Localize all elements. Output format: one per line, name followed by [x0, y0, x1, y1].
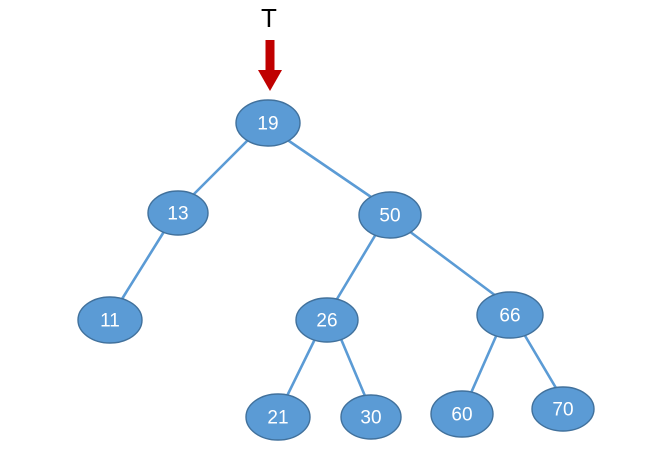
node-11[interactable]: 11 — [77, 296, 143, 344]
node-60-label: 60 — [451, 405, 472, 426]
edge-26-30 — [339, 337, 367, 398]
node-30[interactable]: 30 — [340, 394, 402, 440]
node-66[interactable]: 66 — [476, 291, 544, 339]
node-50-label: 50 — [379, 206, 400, 227]
node-13-shape[interactable] — [147, 190, 209, 236]
node-30-label: 30 — [360, 408, 381, 429]
node-26[interactable]: 26 — [295, 297, 359, 343]
edge-66-60 — [469, 332, 499, 395]
node-21[interactable]: 21 — [245, 393, 311, 441]
node-13-label: 13 — [167, 204, 188, 225]
edge-group — [120, 139, 558, 398]
node-70[interactable]: 70 — [531, 386, 595, 432]
pointer-label: T — [261, 3, 277, 33]
node-21-label: 21 — [267, 408, 288, 429]
root-pointer-arrow-icon — [258, 40, 282, 91]
edge-50-66 — [407, 229, 498, 298]
edge-66-70 — [522, 332, 558, 390]
node-13[interactable]: 13 — [147, 190, 209, 236]
edge-50-26 — [335, 232, 378, 301]
pointer-arrowhead — [258, 70, 282, 91]
node-26-shape[interactable] — [295, 297, 359, 343]
edge-13-11 — [120, 228, 167, 301]
node-11-shape[interactable] — [77, 296, 143, 344]
node-66-label: 66 — [499, 306, 520, 327]
node-70-label: 70 — [552, 400, 573, 421]
node-60-shape[interactable] — [430, 390, 494, 438]
node-19[interactable]: 19 — [235, 99, 301, 147]
node-60[interactable]: 60 — [430, 390, 494, 438]
node-50-shape[interactable] — [358, 191, 422, 239]
edge-26-21 — [285, 337, 317, 398]
node-50[interactable]: 50 — [358, 191, 422, 239]
node-30-shape[interactable] — [340, 394, 402, 440]
node-26-label: 26 — [316, 311, 337, 332]
node-66-shape[interactable] — [476, 291, 544, 339]
edge-19-13 — [190, 139, 249, 198]
node-11-label: 11 — [100, 311, 120, 332]
node-70-shape[interactable] — [531, 386, 595, 432]
edge-19-50 — [287, 139, 376, 201]
node-21-shape[interactable] — [245, 393, 311, 441]
node-19-label: 19 — [257, 114, 278, 135]
node-19-shape[interactable] — [235, 99, 301, 147]
